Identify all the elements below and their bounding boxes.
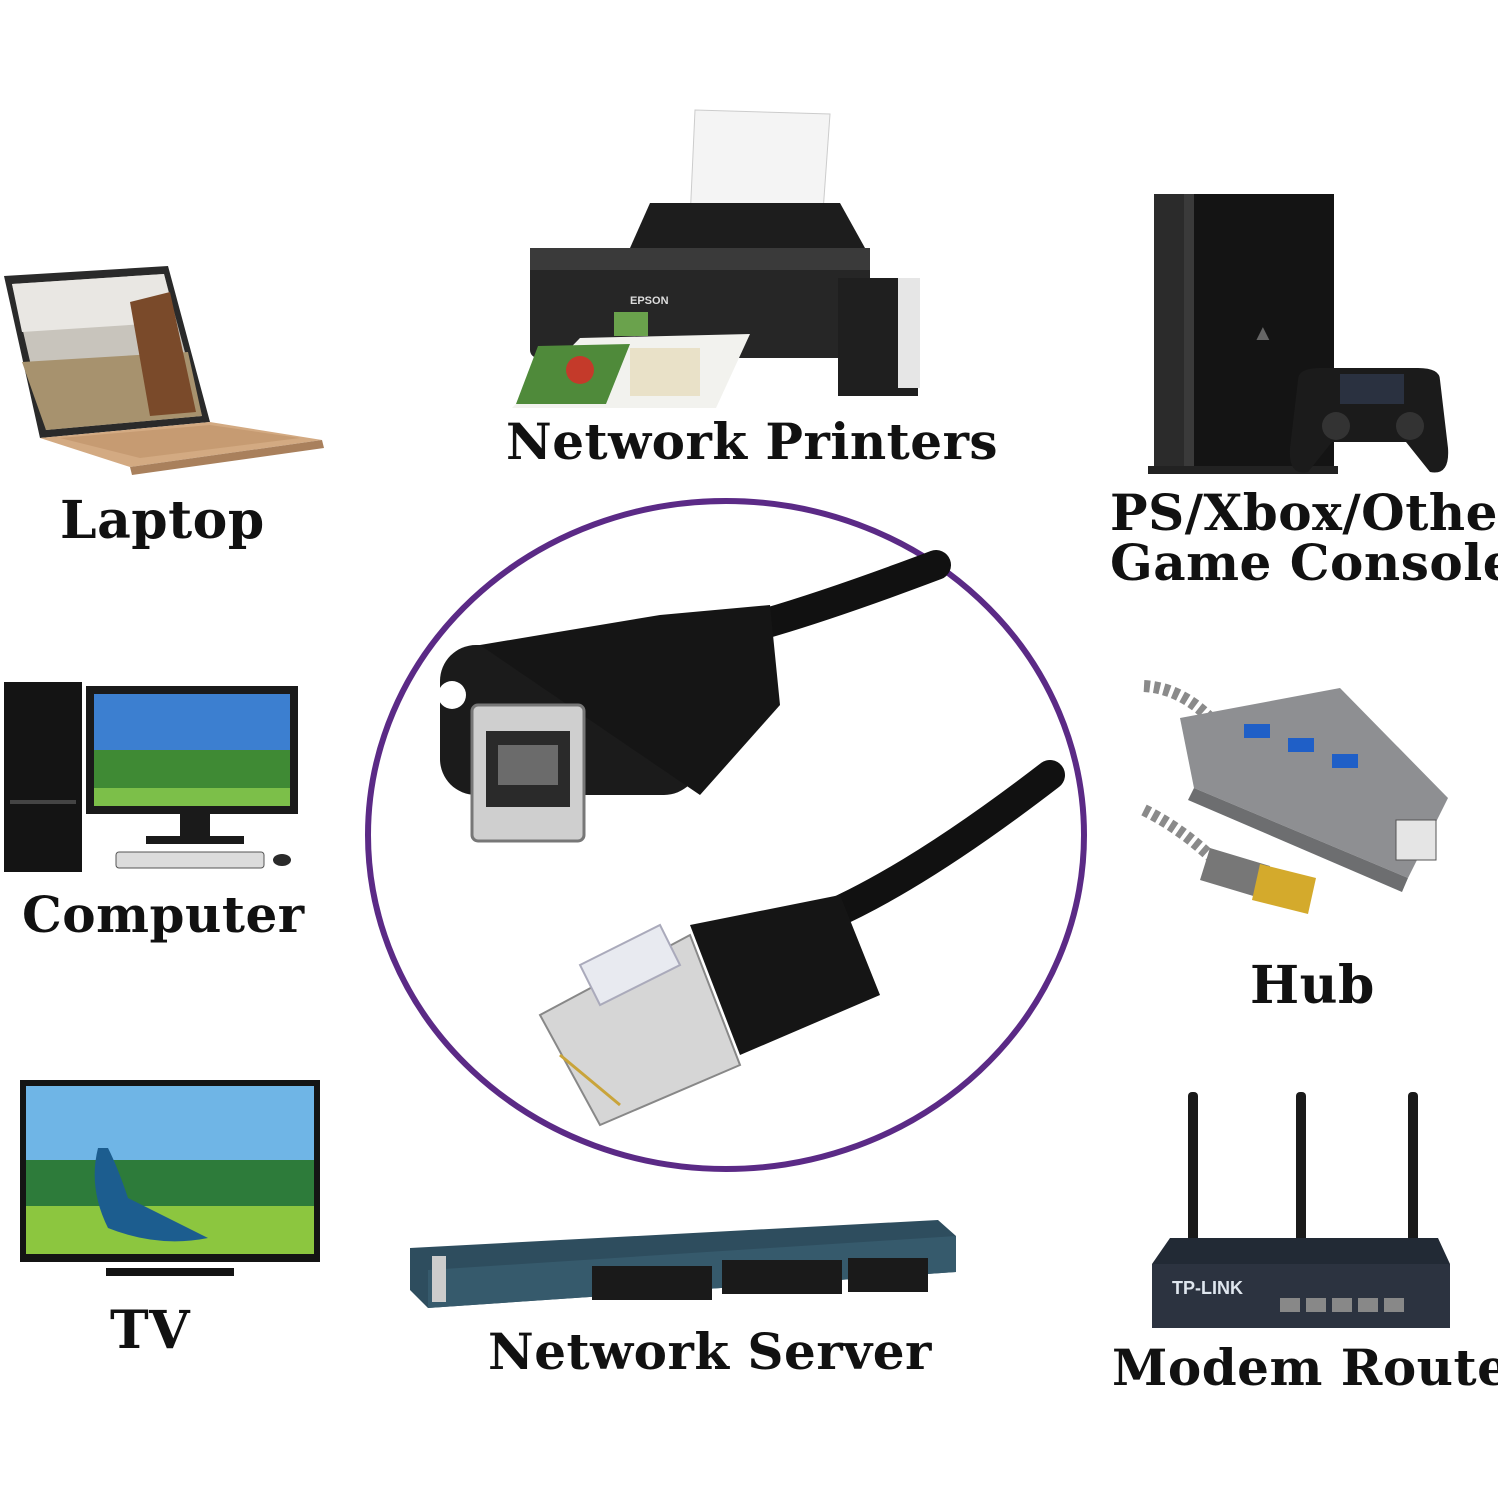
usb-hub-icon xyxy=(1141,680,1448,914)
tv-label: TV xyxy=(110,1300,191,1361)
game-console-label: PS/Xbox/Other Game Console xyxy=(1110,488,1498,588)
network-switch-icon xyxy=(410,1220,956,1308)
computer-label: Computer xyxy=(22,885,305,944)
desktop-computer-icon xyxy=(4,682,298,872)
laptop-label: Laptop xyxy=(60,490,265,551)
laptop-icon xyxy=(4,266,324,475)
hub-label: Hub xyxy=(1250,955,1375,1016)
svg-text:▲: ▲ xyxy=(1252,320,1274,345)
printer-brand: EPSON xyxy=(630,295,669,307)
rj45-cable-icon xyxy=(365,498,1087,1172)
router-icon: TP-LINK xyxy=(1152,1092,1450,1328)
network-server-label: Network Server xyxy=(488,1322,932,1381)
tv-icon xyxy=(20,1080,320,1276)
game-console-label-line1: PS/Xbox/Other xyxy=(1110,483,1498,542)
game-console-label-line2: Game Console xyxy=(1110,533,1498,592)
modem-router-label: Modem Router xyxy=(1112,1338,1498,1397)
network-printers-label: Network Printers xyxy=(506,412,999,471)
game-console-icon: ▲ xyxy=(1148,194,1449,474)
printer-icon: EPSON xyxy=(512,109,920,408)
router-brand: TP-LINK xyxy=(1172,1278,1243,1298)
